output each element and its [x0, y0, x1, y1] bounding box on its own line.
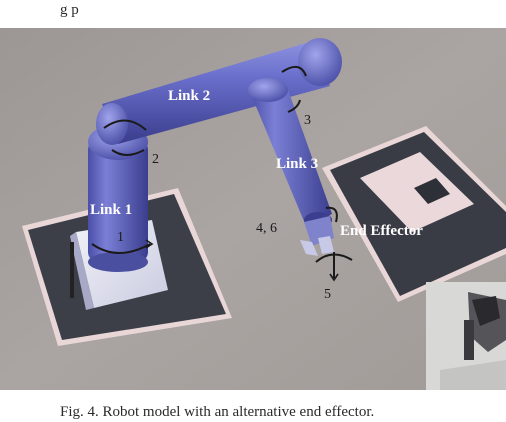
link1-label: Link 1	[90, 202, 132, 218]
joint-3-label: 3	[304, 113, 311, 128]
link3-label: Link 3	[276, 156, 318, 172]
joint-2-label: 2	[152, 152, 159, 167]
joint-5-label: 5	[324, 287, 331, 302]
inset-photo	[426, 282, 506, 390]
figure-caption: Fig. 4. Robot model with an alternative …	[60, 404, 374, 420]
bottom-strip	[0, 390, 506, 422]
caption-top: g p	[60, 2, 79, 18]
marker-inner-square	[360, 152, 474, 232]
link3-arm	[248, 78, 332, 228]
joint-arrows	[91, 65, 353, 282]
link2-tube	[96, 38, 342, 145]
top-strip	[0, 0, 506, 28]
joint-1-label: 1	[117, 230, 124, 245]
link2-label: Link 2	[168, 88, 210, 104]
right-marker	[322, 126, 506, 302]
end-effector-label: End Effector	[340, 223, 423, 239]
end-effector-gripper	[300, 216, 334, 256]
joint-46-label: 4, 6	[256, 221, 277, 236]
